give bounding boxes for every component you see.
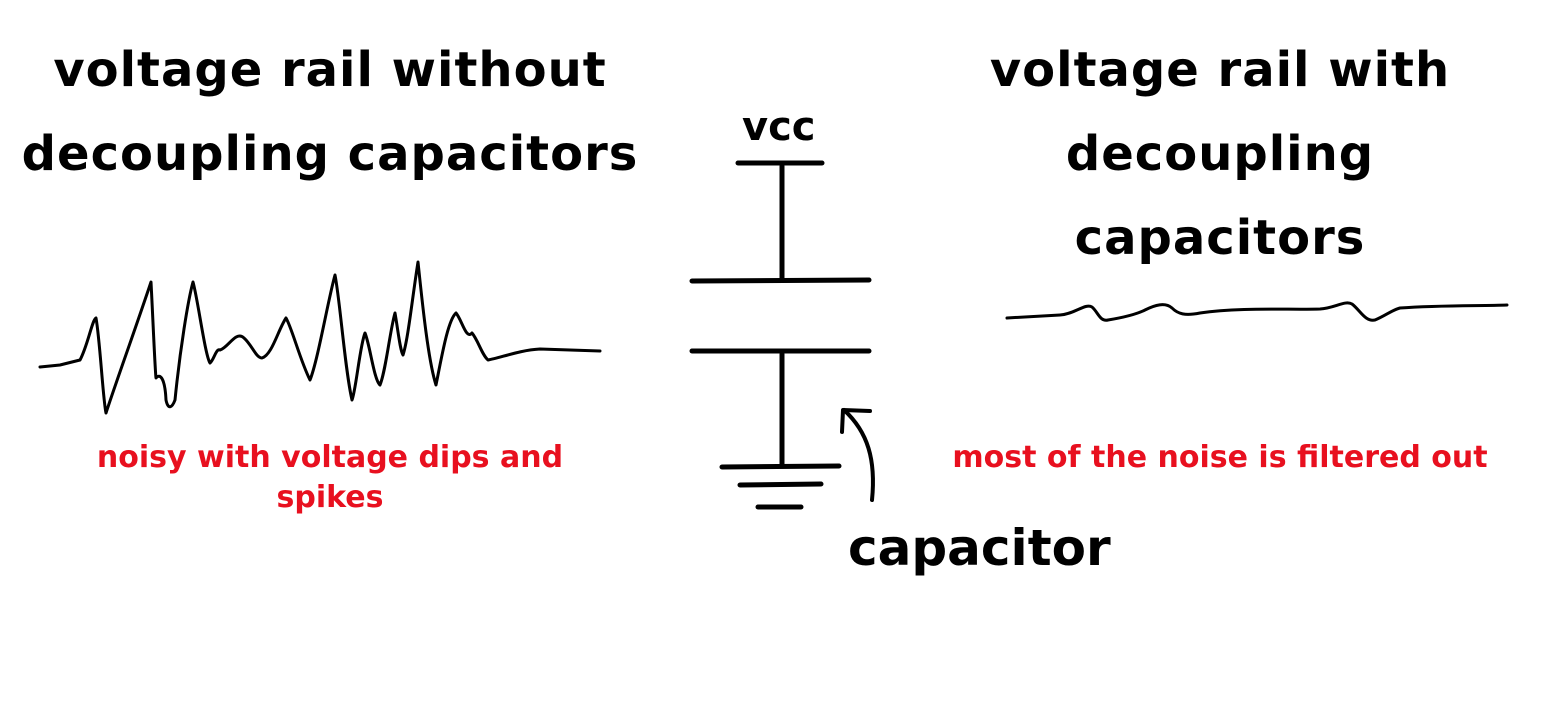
- ground-bar-2: [737, 481, 824, 488]
- noisy-caption: noisy with voltage dips and spikes: [96, 440, 564, 515]
- capacitor-symbol: [689, 160, 872, 469]
- capacitor-arrow: [840, 408, 875, 502]
- arrow-shaft: [842, 408, 875, 502]
- vcc-label: vcc: [742, 104, 816, 150]
- ground-symbol: [719, 463, 842, 510]
- capacitor-top-plate: [689, 277, 872, 284]
- title-without-line1: voltage rail without: [53, 42, 607, 98]
- title-with-line1: voltage rail with: [989, 42, 1451, 98]
- ground-bar-1: [719, 463, 842, 470]
- noisy-waveform: [38, 260, 602, 415]
- title-with-decoupling: voltage rail with decoupling capacitors: [930, 28, 1510, 280]
- title-without-decoupling: voltage rail without decoupling capacito…: [20, 28, 640, 196]
- filtered-waveform: [1005, 301, 1509, 322]
- filtered-caption: most of the noise is filtered out: [952, 440, 1488, 475]
- title-without-line2: decoupling capacitors: [21, 126, 639, 182]
- arrow-head: [840, 408, 872, 434]
- capacitor-label: capacitor: [848, 519, 1111, 577]
- title-with-line2: decoupling capacitors: [1065, 126, 1375, 266]
